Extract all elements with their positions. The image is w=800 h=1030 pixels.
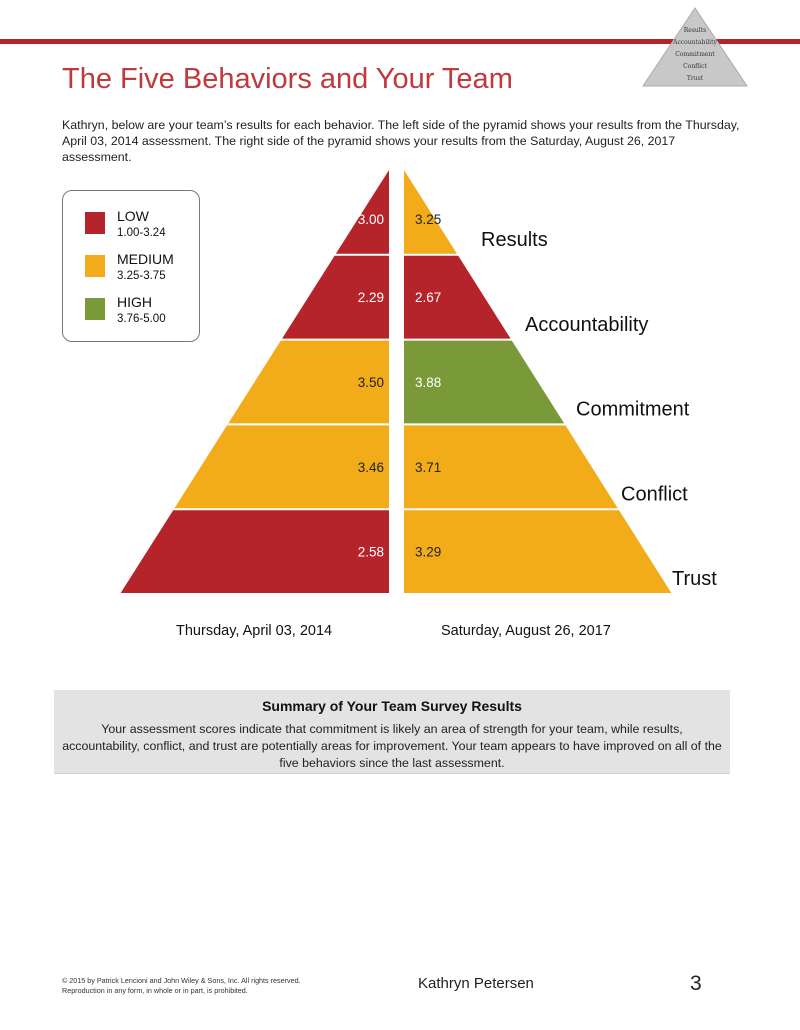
legend-name: HIGH — [117, 294, 152, 310]
score-left-trust: 2.58 — [358, 545, 384, 560]
legend-name: LOW — [117, 208, 149, 224]
behavior-label-commitment: Commitment — [576, 399, 690, 421]
legend-range: 3.25-3.75 — [117, 270, 166, 282]
mini-pyramid-label: Accountability — [672, 39, 717, 46]
pyramid-right-trust — [404, 510, 672, 593]
score-right-conflict: 3.71 — [415, 460, 441, 475]
behavior-label-results: Results — [481, 229, 548, 251]
pyramid-left-conflict — [174, 425, 389, 509]
mini-pyramid-label: Results — [684, 27, 706, 34]
legend-item-low: LOW 1.00-3.24 — [85, 208, 195, 248]
legend-swatch-high — [85, 298, 105, 320]
page-number: 3 — [690, 972, 702, 995]
legend-range: 3.76-5.00 — [117, 313, 166, 325]
score-left-conflict: 3.46 — [358, 460, 384, 475]
score-left-results: 3.00 — [358, 212, 384, 227]
score-left-commitment: 3.50 — [358, 375, 384, 390]
copyright-notice: © 2015 by Patrick Lencioni and John Wile… — [62, 976, 301, 995]
mini-pyramid-logo: ResultsAccountabilityCommitmentConflictT… — [642, 7, 748, 87]
score-right-commitment: 3.88 — [415, 375, 441, 390]
score-right-trust: 3.29 — [415, 545, 441, 560]
score-right-accountability: 2.67 — [415, 290, 441, 305]
pyramid-left-accountability — [282, 255, 389, 339]
score-right-results: 3.25 — [415, 212, 441, 227]
pyramid-right-accountability — [404, 255, 511, 339]
header-rule — [0, 39, 800, 44]
pyramid-left-commitment — [228, 340, 389, 424]
footer-participant-name: Kathryn Petersen — [418, 975, 534, 992]
mini-pyramid-label: Commitment — [675, 51, 715, 58]
summary-text: Your assessment scores indicate that com… — [62, 722, 722, 770]
legend-range: 1.00-3.24 — [117, 227, 166, 239]
legend-item-medium: MEDIUM 3.25-3.75 — [85, 251, 195, 291]
pyramid-right-commitment — [404, 340, 565, 424]
behavior-label-conflict: Conflict — [621, 483, 688, 505]
pyramid-right-conflict — [404, 425, 618, 509]
behavior-label-accountability: Accountability — [525, 314, 648, 336]
pyramid-right-results — [404, 170, 457, 254]
summary-panel: Summary of Your Team Survey Results Your… — [54, 690, 730, 774]
right-assessment-date: Saturday, August 26, 2017 — [441, 623, 611, 639]
mini-pyramid-label: Trust — [687, 75, 704, 82]
legend-swatch-medium — [85, 255, 105, 277]
score-left-accountability: 2.29 — [358, 290, 384, 305]
behavior-label-trust: Trust — [672, 568, 717, 590]
legend-item-high: HIGH 3.76-5.00 — [85, 294, 195, 334]
summary-title: Summary of Your Team Survey Results — [262, 698, 522, 714]
page-title: The Five Behaviors and Your Team — [62, 63, 513, 95]
intro-text: Kathryn, below are your team’s results f… — [62, 118, 740, 164]
pyramid-left-results — [335, 170, 389, 254]
legend-name: MEDIUM — [117, 251, 174, 267]
pyramid-left-trust — [120, 510, 390, 593]
score-legend: LOW 1.00-3.24 MEDIUM 3.25-3.75 HIGH 3.76… — [62, 190, 200, 342]
left-assessment-date: Thursday, April 03, 2014 — [176, 623, 333, 639]
legend-swatch-low — [85, 212, 105, 234]
mini-pyramid-label: Conflict — [683, 63, 707, 70]
